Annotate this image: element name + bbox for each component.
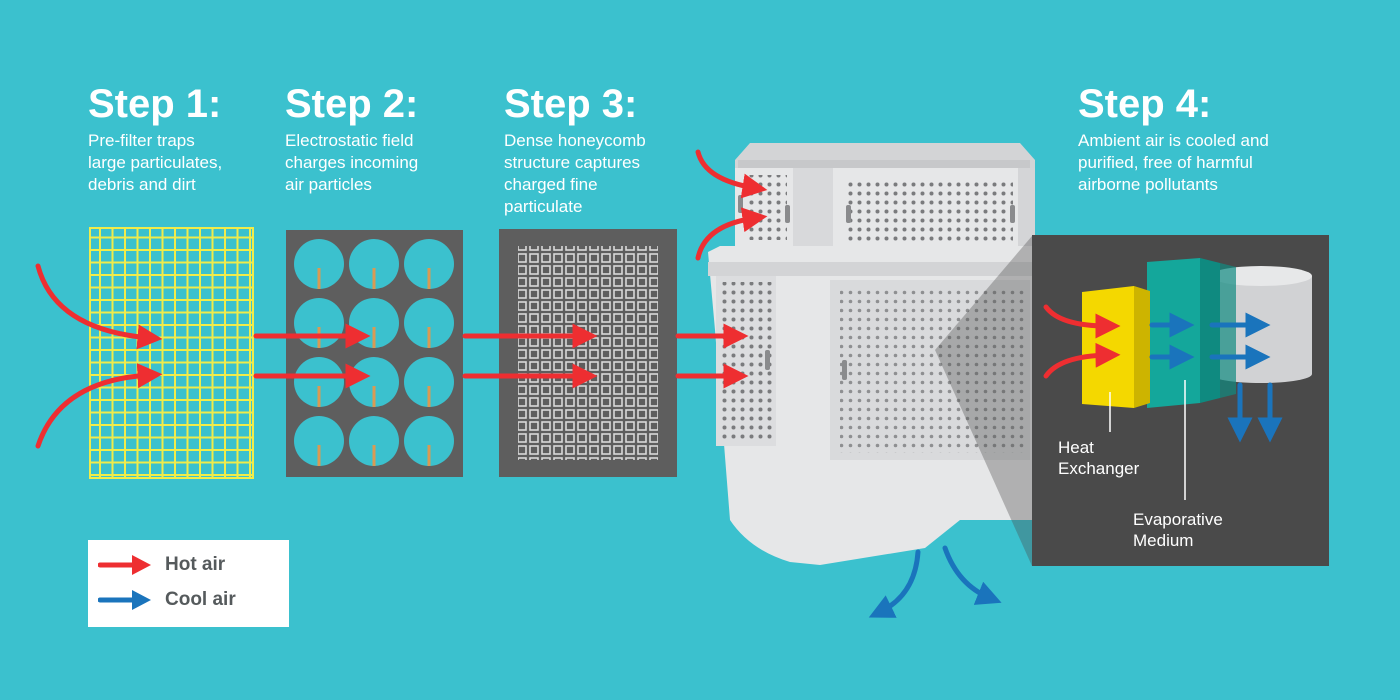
step-1-description: Pre-filter traps large particulates, deb… (88, 131, 223, 194)
legend-item-hot: Hot air (98, 550, 225, 580)
prefilter-grid (89, 227, 254, 479)
honeycomb-panel (499, 229, 677, 477)
step-4-description: Ambient air is cooled and purified, free… (1078, 131, 1269, 194)
purifier-unit (708, 143, 1040, 566)
blue-arrow-icon (98, 590, 151, 610)
legend-hot-label: Hot air (165, 554, 226, 575)
red-arrow-icon (98, 555, 151, 575)
step-2-description: Electrostatic field charges incoming air… (285, 131, 419, 194)
step-4-title: Step 4: (1078, 82, 1212, 126)
legend-item-cool: Cool air (98, 585, 236, 615)
step-2-title: Step 2: (285, 82, 419, 126)
legend-cool-label: Cool air (165, 589, 236, 610)
electrostatic-panel (286, 230, 463, 477)
cool-air-arrows (868, 312, 1283, 618)
cooling-inset-panel (1032, 235, 1329, 566)
legend: Hot air Cool air (88, 540, 289, 627)
step-1-title: Step 1: (88, 82, 222, 126)
heat-exchanger-label: Heat Exchanger (1058, 438, 1140, 478)
step-3-description: Dense honeycomb structure captures charg… (504, 131, 646, 216)
evaporative-medium-label: Evaporative Medium (1133, 510, 1223, 550)
step-3-title: Step 3: (504, 82, 638, 126)
hot-air-arrows (35, 149, 1121, 449)
